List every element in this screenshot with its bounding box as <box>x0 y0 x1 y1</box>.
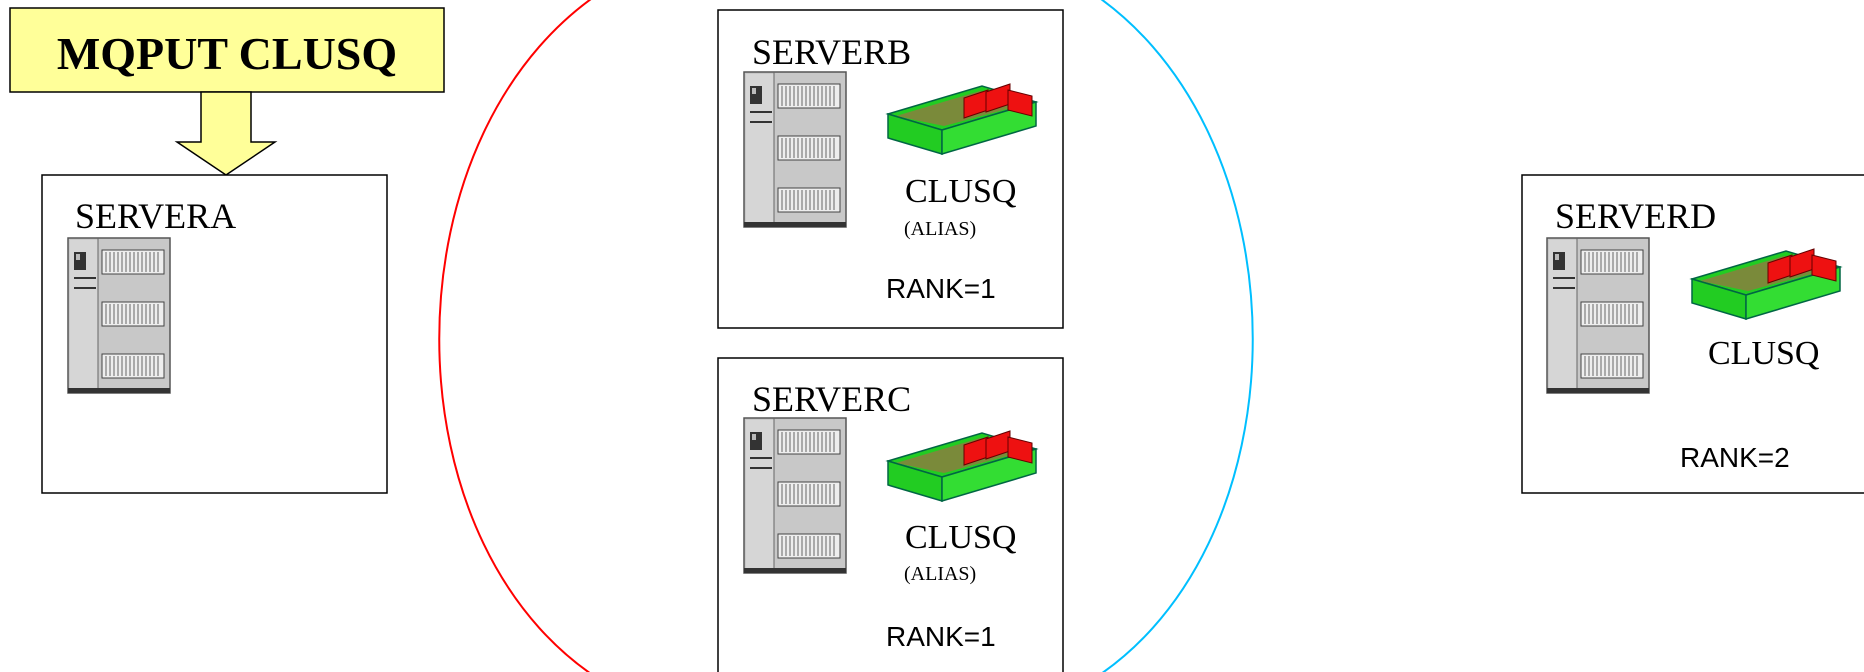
server-c-box: SERVERC CLUSQ (ALIAS) RANK=1 <box>717 357 1064 672</box>
server-d-box: SERVERD CLUSQ RANK=2 <box>1521 174 1864 494</box>
server-icon <box>1546 237 1650 394</box>
cluster-arc-left <box>438 0 592 672</box>
server-icon <box>743 71 847 228</box>
server-b-queue-type: (ALIAS) <box>904 218 976 240</box>
server-b-name: SERVERB <box>752 32 911 72</box>
server-b-box: SERVERB CLUSQ (ALIAS) RANK=1 <box>717 9 1064 329</box>
server-d-name: SERVERD <box>1555 196 1716 236</box>
cluster-arc-right <box>1100 0 1254 672</box>
command-label: MQPUT CLUSQ <box>57 28 397 79</box>
server-icon <box>67 237 171 394</box>
server-c-rank: RANK=1 <box>886 621 996 652</box>
server-c-queue: CLUSQ <box>905 519 1016 556</box>
server-icon <box>743 417 847 574</box>
server-a-name: SERVERA <box>75 196 236 236</box>
server-b-queue: CLUSQ <box>905 173 1016 210</box>
server-b-rank: RANK=1 <box>886 273 996 304</box>
mqput-command: MQPUT CLUSQ <box>9 7 445 93</box>
server-d-rank: RANK=2 <box>1680 442 1790 473</box>
server-d-queue: CLUSQ <box>1708 335 1819 372</box>
down-arrow-icon <box>174 91 278 176</box>
server-c-name: SERVERC <box>752 379 911 419</box>
server-a-box: SERVERA <box>41 174 388 494</box>
server-c-queue-type: (ALIAS) <box>904 563 976 585</box>
